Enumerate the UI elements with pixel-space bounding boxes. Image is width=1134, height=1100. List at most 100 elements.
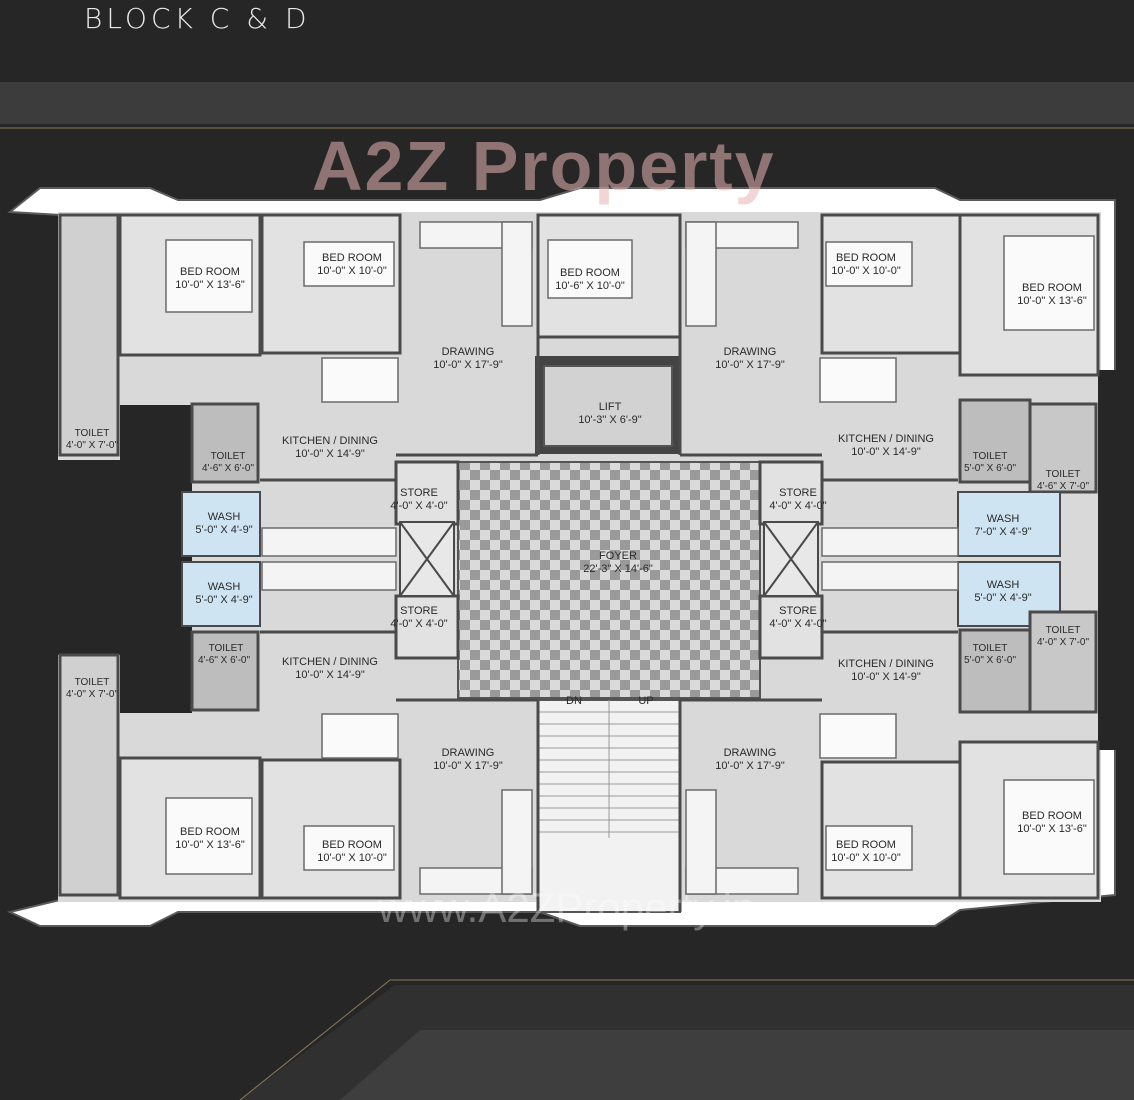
band-bottom-light (340, 1030, 1134, 1100)
size-wash-r2: 5'-0" X 4'-9" (974, 592, 1031, 604)
lift-cabin (543, 365, 673, 447)
size-kitchen-tl: 10'-0" X 14'-9" (295, 448, 365, 460)
label-store-bl: STORE (400, 605, 438, 617)
page-title: BLOCK C & D (84, 2, 311, 35)
size-drawing-tl: 10'-0" X 17'-9" (433, 359, 503, 371)
label-lift: LIFT (599, 401, 622, 413)
label-toilet-r4: TOILET (1046, 625, 1081, 636)
label-bed-tr-right: BED ROOM (1022, 282, 1082, 294)
label-drawing-bl: DRAWING (442, 747, 495, 759)
label-store-tl: STORE (400, 487, 438, 499)
label-kitchen-bl: KITCHEN / DINING (282, 656, 378, 668)
band-bottom-edge (239, 979, 1134, 1100)
size-drawing-bl: 10'-0" X 17'-9" (433, 760, 503, 772)
label-wash-r2: WASH (987, 579, 1020, 591)
room-store-tl (394, 460, 460, 526)
room-store-bl (394, 594, 460, 660)
label-wash-r1: WASH (987, 513, 1020, 525)
duct-right (763, 521, 819, 597)
court-right (1098, 370, 1134, 750)
size-bed-tr-left: 10'-0" X 10'-0" (831, 265, 901, 277)
size-toilet-l1: 4'-0" X 7'-0" (66, 440, 119, 451)
label-toilet-l4: TOILET (75, 677, 110, 688)
size-bed-br-left: 10'-0" X 10'-0" (831, 852, 901, 864)
room-wash-l2 (181, 561, 261, 627)
size-toilet-r3: 5'-0" X 6'-0" (964, 655, 1017, 666)
beds (165, 235, 1095, 875)
room-toilet-l1 (58, 213, 120, 457)
label-wash-l1: WASH (208, 511, 241, 523)
dining-tables (321, 357, 897, 759)
partition-walls (260, 215, 958, 912)
size-store-tl: 4'-0" X 4'-0" (390, 500, 447, 512)
room-toilet-r2 (1028, 402, 1098, 494)
size-bed-tl-right: 10'-0" X 10'-0" (317, 265, 387, 277)
size-kitchen-tr: 10'-0" X 14'-9" (851, 446, 921, 458)
room-toilet-l4 (58, 653, 120, 897)
foyer-floor (457, 461, 761, 699)
size-lift: 10'-3" X 6'-9" (578, 414, 641, 426)
room-wash-r1 (957, 491, 1061, 557)
room-toilet-r4 (1028, 610, 1098, 714)
label-kitchen-br: KITCHEN / DINING (838, 658, 934, 670)
label-wash-l2: WASH (208, 581, 241, 593)
room-store-br (758, 594, 824, 660)
size-toilet-r2: 4'-6" X 7'-0" (1037, 481, 1090, 492)
label-stair-up: UP (638, 695, 653, 707)
label-kitchen-tl: KITCHEN / DINING (282, 435, 378, 447)
label-toilet-l2: TOILET (211, 451, 246, 462)
label-toilet-r3: TOILET (973, 643, 1008, 654)
stair-treads (538, 700, 680, 838)
size-wash-l1: 5'-0" X 4'-9" (195, 524, 252, 536)
watermark-brand: A2Z Property (312, 127, 776, 205)
label-toilet-l3: TOILET (209, 643, 244, 654)
stair-labels: DN UP (566, 695, 654, 707)
size-drawing-br: 10'-0" X 17'-9" (715, 760, 785, 772)
label-bed-top-mid: BED ROOM (560, 267, 620, 279)
label-bed-br-right: BED ROOM (1022, 810, 1082, 822)
size-store-tr: 4'-0" X 4'-0" (769, 500, 826, 512)
label-stair-down: DN (566, 695, 582, 707)
label-drawing-tr: DRAWING (724, 346, 777, 358)
size-toilet-l2: 4'-6" X 6'-0" (202, 463, 255, 474)
watermark-url: www.A2ZProperty.in (378, 884, 756, 931)
size-bed-top-mid: 10'-6" X 10'-0" (555, 280, 625, 292)
size-bed-br-right: 10'-0" X 13'-6" (1017, 823, 1087, 835)
duct-left (399, 521, 455, 597)
court-left (120, 405, 192, 713)
label-drawing-tl: DRAWING (442, 346, 495, 358)
label-bed-bl-left: BED ROOM (180, 826, 240, 838)
size-toilet-r4: 4'-0" X 7'-0" (1037, 637, 1090, 648)
size-store-bl: 4'-0" X 4'-0" (390, 618, 447, 630)
size-toilet-r1: 5'-0" X 6'-0" (964, 463, 1017, 474)
label-toilet-r2: TOILET (1046, 469, 1081, 480)
room-store-tr (758, 460, 824, 526)
size-kitchen-bl: 10'-0" X 14'-9" (295, 669, 365, 681)
label-kitchen-tr: KITCHEN / DINING (838, 433, 934, 445)
label-bed-br-left: BED ROOM (836, 839, 896, 851)
label-store-tr: STORE (779, 487, 817, 499)
room-toilet-l3 (190, 630, 260, 712)
label-drawing-br: DRAWING (724, 747, 777, 759)
label-bed-tr-left: BED ROOM (836, 252, 896, 264)
toilet-labels: TOILET 4'-0" X 7'-0" TOILET 4'-6" X 6'-0… (66, 428, 1090, 700)
size-wash-r1: 7'-0" X 4'-9" (974, 526, 1031, 538)
sofas (419, 221, 799, 895)
court-left-outer (58, 460, 120, 655)
label-store-br: STORE (779, 605, 817, 617)
size-store-br: 4'-0" X 4'-0" (769, 618, 826, 630)
label-bed-bl-right: BED ROOM (322, 839, 382, 851)
size-toilet-l4: 4'-0" X 7'-0" (66, 689, 119, 700)
label-foyer: FOYER (599, 550, 637, 562)
label-toilet-l1: TOILET (75, 428, 110, 439)
label-bed-tl-left: BED ROOM (180, 266, 240, 278)
label-toilet-r1: TOILET (973, 451, 1008, 462)
size-bed-bl-right: 10'-0" X 10'-0" (317, 852, 387, 864)
size-bed-tr-right: 10'-0" X 13'-6" (1017, 295, 1087, 307)
size-drawing-tr: 10'-0" X 17'-9" (715, 359, 785, 371)
size-kitchen-br: 10'-0" X 14'-9" (851, 671, 921, 683)
kitchen-counters (261, 527, 959, 591)
room-labels: BED ROOM 10'-0" X 13'-6" BED ROOM 10'-0"… (175, 252, 1087, 864)
